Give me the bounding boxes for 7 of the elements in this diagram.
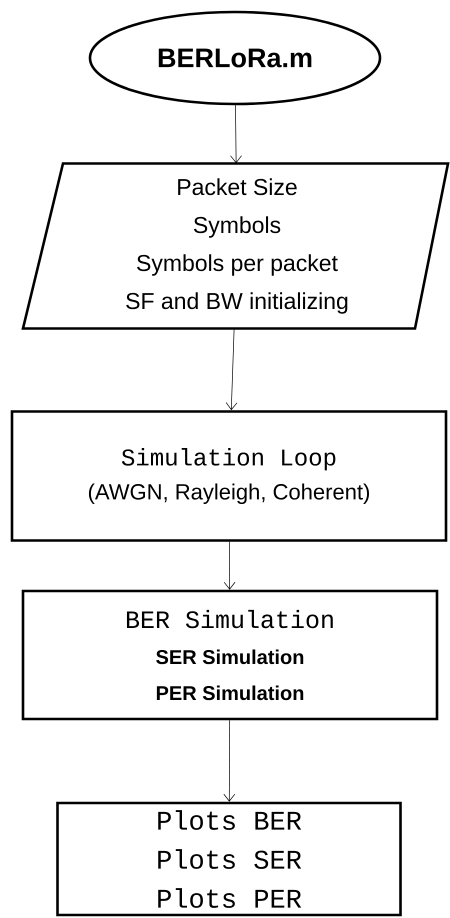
arrow xyxy=(223,720,236,802)
arrow xyxy=(230,104,242,164)
arrow xyxy=(226,328,238,410)
process-box: BER Simulation SER Simulation PER Simulation xyxy=(22,590,438,720)
arrow xyxy=(224,541,236,590)
process-box: Simulation Loop (AWGN, Rayleigh, Coherent) xyxy=(10,410,448,542)
output-box: Plots BER Plots SER Plots PER xyxy=(56,802,402,916)
